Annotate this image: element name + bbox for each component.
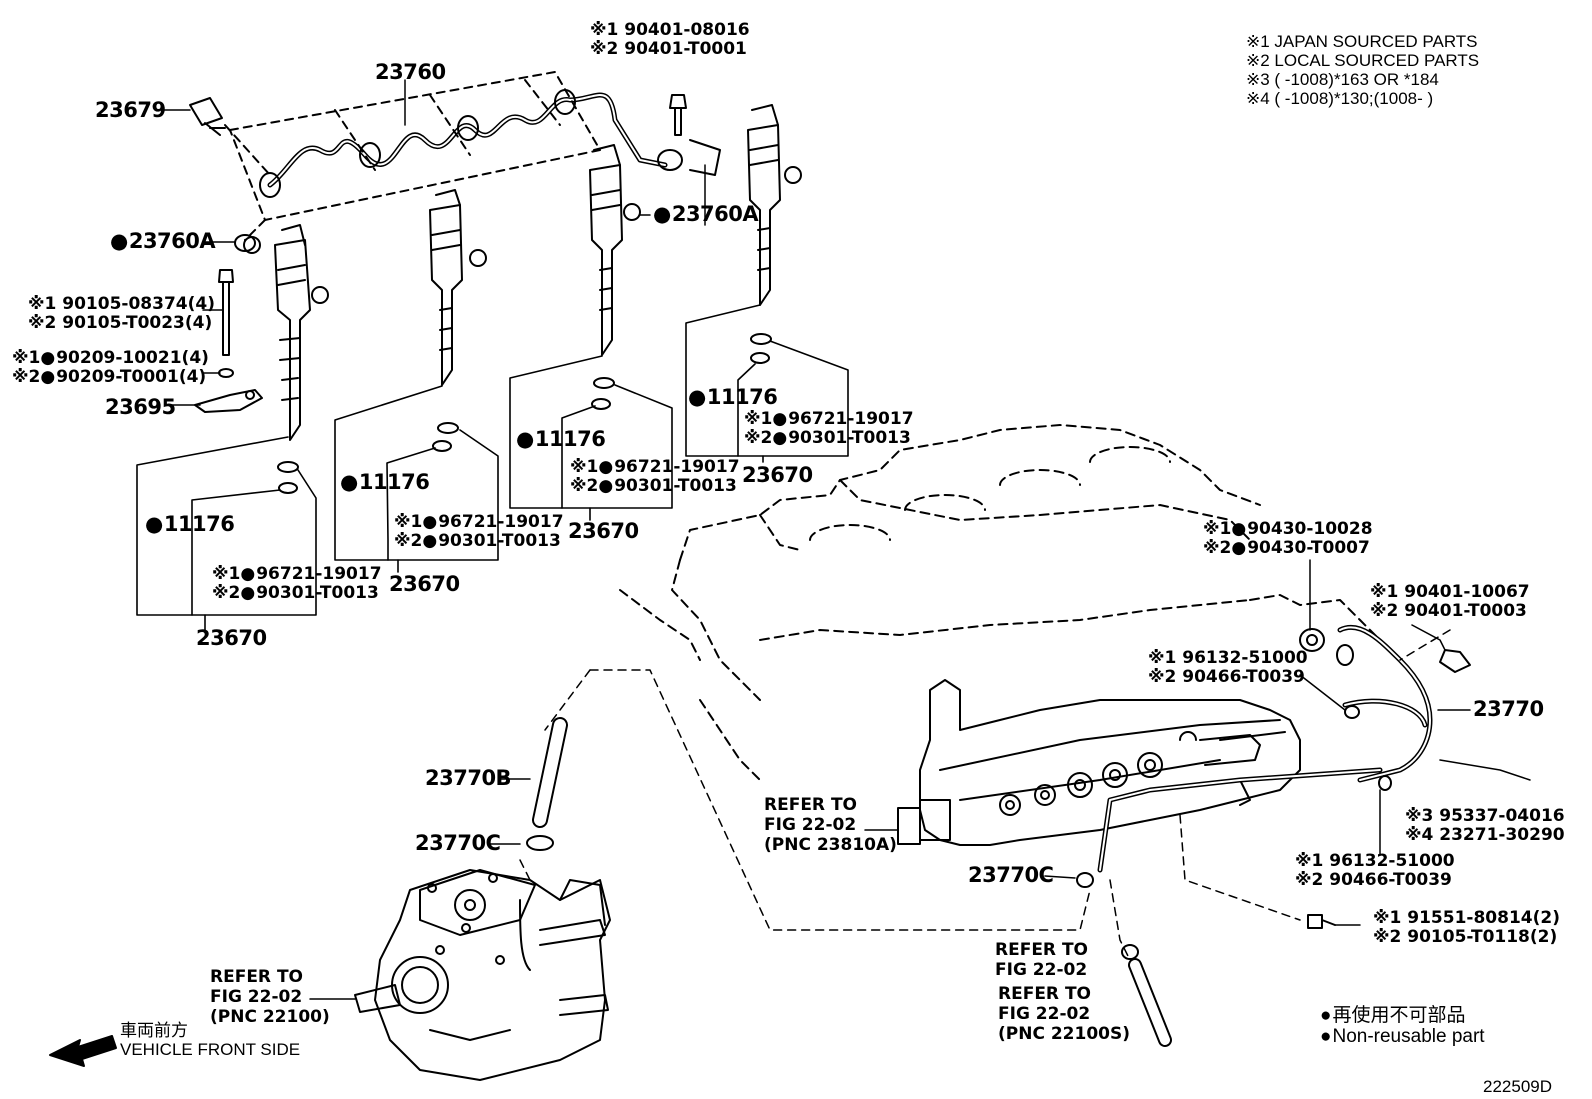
label-11176-g4: 11176 xyxy=(688,387,778,408)
label-23760A-right: 23760A xyxy=(653,204,759,225)
label-23670-g1: 23670 xyxy=(196,626,267,650)
label-screw-91551: ※1 91551-80814(2) ※2 90105-T0118(2) xyxy=(1373,908,1560,947)
label-23770: 23770 xyxy=(1473,697,1544,721)
note-4: ※4 ( -1008)*130;(1008- ) xyxy=(1246,89,1434,108)
label-seal-g2: ※196721-19017 ※290301-T0013 xyxy=(394,512,564,551)
label-23670-g2: 23670 xyxy=(389,572,460,596)
note-2: ※2 LOCAL SOURCED PARTS xyxy=(1246,51,1480,70)
vehicle-front-label: 車両前方 VEHICLE FRONT SIDE xyxy=(120,1021,301,1059)
clamp-23760A-left xyxy=(234,234,261,254)
label-11176-g1: 11176 xyxy=(145,514,235,535)
label-11176-g3: 11176 xyxy=(516,429,606,450)
bolt-top xyxy=(669,94,687,136)
injector-seals xyxy=(277,333,772,494)
label-clamp-b: ※1 96132-51000 ※2 90466-T0039 xyxy=(1295,851,1455,890)
ref-bottom-a: REFER TO FIG 22-02 xyxy=(995,940,1088,980)
note-3: ※3 ( -1008)*163 OR *184 xyxy=(1246,70,1439,89)
hose-23770B xyxy=(526,717,1172,1047)
routing-dashes xyxy=(519,629,1451,961)
injector-3 xyxy=(589,144,641,356)
label-gasket-90430: ※190430-10028 ※290430-T0007 xyxy=(1203,519,1373,558)
injection-pipe-23760 xyxy=(224,71,721,241)
label-clamp-a: ※1 96132-51000 ※2 90466-T0039 xyxy=(1148,648,1308,687)
clamp-23695 xyxy=(194,389,263,413)
label-23770B: 23770B xyxy=(425,766,512,790)
note-1: ※1 JAPAN SOURCED PARTS xyxy=(1246,32,1478,51)
ref-bottom-b: REFER TO FIG 22-02 (PNC 22100S) xyxy=(998,984,1131,1044)
label-hose-95337: ※3 95337-04016 ※4 23271-30290 xyxy=(1405,806,1565,845)
label-23695: 23695 xyxy=(105,395,176,419)
vehicle-front-arrow xyxy=(49,1035,117,1067)
label-23760: 23760 xyxy=(375,60,446,84)
injector-1 xyxy=(274,224,329,441)
ref-rail: REFER TO FIG 22-02 (PNC 23810A) xyxy=(764,795,897,855)
common-rail xyxy=(897,679,1301,846)
label-seal-g3: ※196721-19017 ※290301-T0013 xyxy=(570,457,740,496)
cylinder-head-outline xyxy=(619,424,1381,781)
label-seal-g1: ※196721-19017 ※290301-T0013 xyxy=(212,564,382,603)
label-union-90401: ※1 90401-10067 ※2 90401-T0003 xyxy=(1370,582,1530,621)
label-23770C-top: 23770C xyxy=(415,831,501,855)
figure-code: 222509D xyxy=(1483,1077,1553,1096)
label-23670-g4: 23670 xyxy=(742,463,813,487)
label-bolt-90105: ※1 90105-08374(4) ※2 90105-T0023(4) xyxy=(28,294,215,333)
label-seal-g4: ※196721-19017 ※290301-T0013 xyxy=(744,409,914,448)
label-11176-g2: 11176 xyxy=(340,472,430,493)
label-top-bolt: ※1 90401-08016 ※2 90401-T0001 xyxy=(590,20,750,59)
bolt-90105 xyxy=(218,269,234,378)
non-reusable-legend: 再使用不可部品 Non-reusable part xyxy=(1320,1006,1484,1046)
label-23770C-bottom: 23770C xyxy=(968,863,1054,887)
leader-lines xyxy=(161,79,1531,1000)
pipe-23770 xyxy=(1097,624,1471,873)
label-washer-90209: ※190209-10021(4) ※290209-T0001(4) xyxy=(12,348,209,387)
ref-pump: REFER TO FIG 22-02 (PNC 22100) xyxy=(210,967,330,1027)
label-23760A-left: 23760A xyxy=(110,231,216,252)
plug-23679 xyxy=(189,97,226,136)
label-23679: 23679 xyxy=(95,98,166,122)
legend-notes: ※1 JAPAN SOURCED PARTS ※2 LOCAL SOURCED … xyxy=(1246,33,1479,107)
screw-91551 xyxy=(1307,914,1336,929)
injector-2 xyxy=(429,189,487,386)
label-23670-g3: 23670 xyxy=(568,519,639,543)
group-brackets xyxy=(136,304,849,631)
supply-pump xyxy=(354,869,611,1081)
